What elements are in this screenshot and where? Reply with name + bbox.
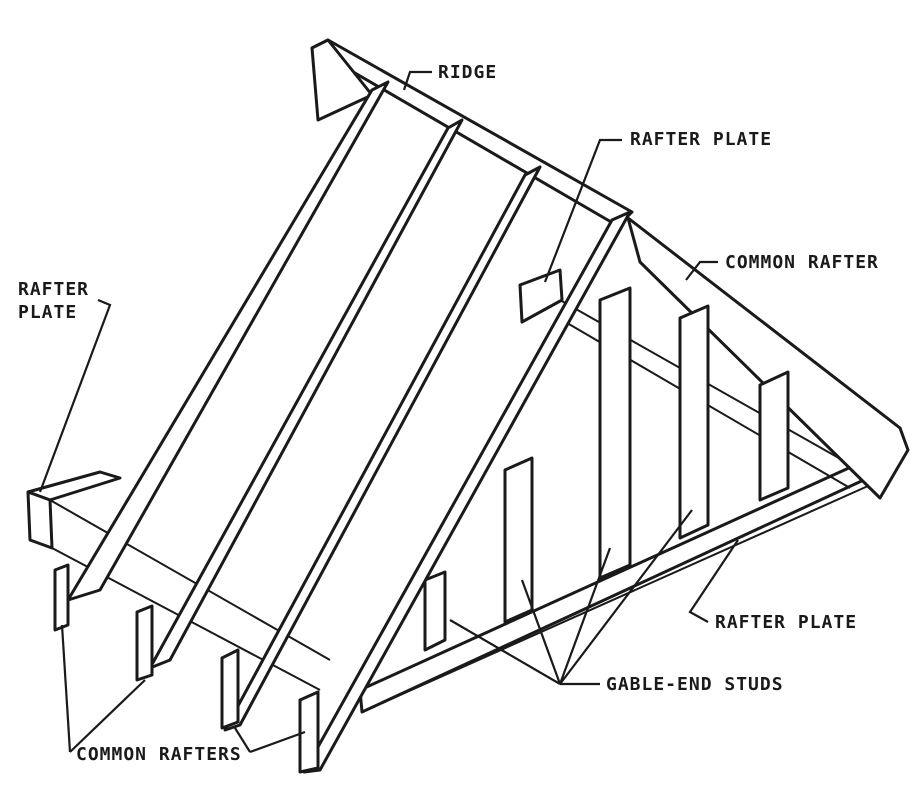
common-rafter-gable [626,216,910,500]
common-rafters [53,80,632,774]
label-rafter-plate-top: RAFTER PLATE [543,129,772,283]
label-ridge-text: RIDGE [438,62,497,83]
common-rafter [148,118,464,670]
common-rafter-end [53,563,70,632]
label-rafter-plate-left: RAFTER PLATE [18,279,112,493]
gable-stud [423,570,447,652]
gable-end-studs [423,286,790,652]
common-rafter [302,210,632,774]
label-common-rafters: COMMON RAFTERS [60,624,306,765]
label-gable-end-studs: GABLE-END STUDS [449,509,784,695]
label-rafter-plate-left-line2: PLATE [18,302,77,323]
common-rafter-end [220,648,240,730]
label-rafter-plate-top-text: RAFTER PLATE [630,129,772,150]
common-rafter [66,80,390,602]
ridge-board [310,38,634,228]
label-common-rafters-text: COMMON RAFTERS [76,744,242,765]
label-common-rafter-text: COMMON RAFTER [725,252,879,273]
common-rafter [223,165,542,732]
label-gable-end-studs-text: GABLE-END STUDS [606,674,784,695]
label-rafter-plate-right-text: RAFTER PLATE [715,612,857,633]
label-rafter-plate-right: RAFTER PLATE [688,539,857,633]
gable-stud [598,286,632,580]
label-rafter-plate-left-line1: RAFTER [18,279,89,300]
common-rafter-end [298,690,320,774]
gable-stud [678,304,710,540]
rafter-plate-left [26,470,331,691]
label-common-rafter: COMMON RAFTER [685,252,879,281]
label-ridge: RIDGE [402,62,497,91]
common-rafter-end [135,604,154,682]
gable-stud [758,370,790,502]
